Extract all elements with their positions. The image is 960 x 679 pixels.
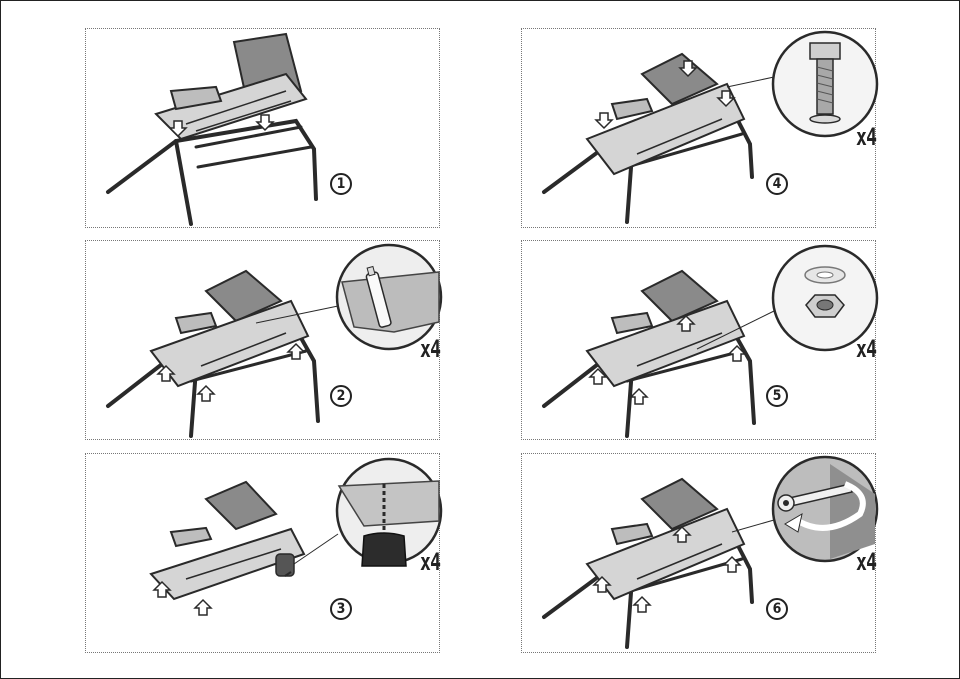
step-panel-5: 5 x4 (521, 240, 879, 440)
step-panel-6: 6 x4 (521, 453, 879, 653)
seat-shell (149, 480, 306, 601)
wrench-icon (777, 483, 853, 512)
step-2-illustration (106, 269, 339, 438)
step-panel-3: 3 x4 (85, 453, 443, 653)
step-1-illustration (106, 32, 318, 226)
arrow-up-icon (156, 342, 306, 402)
quantity-label: x4 (856, 123, 877, 151)
drill-icon (361, 484, 407, 567)
quantity-label: x4 (420, 335, 441, 363)
seat-shell (585, 477, 746, 601)
step-6-illustration (542, 477, 775, 649)
step-number: 6 (766, 598, 788, 620)
step-number: 5 (766, 385, 788, 407)
step-number: 3 (330, 598, 352, 620)
arrow-up-icon (588, 314, 747, 405)
seat-shell (585, 52, 746, 176)
detail-callout-wrench (771, 455, 879, 563)
step-number: 4 (766, 173, 788, 195)
washer-icon (804, 266, 846, 284)
step-3-illustration (149, 480, 339, 616)
nut-icon (805, 294, 845, 318)
detail-callout-nut (771, 244, 879, 352)
washer-icon (809, 114, 841, 124)
arrow-up-icon (152, 580, 213, 616)
seat-shell (149, 269, 310, 388)
detail-callout-plug (335, 243, 443, 351)
arrow-down-icon (594, 60, 736, 130)
quantity-label: x4 (856, 548, 877, 576)
bolt-icon (809, 42, 841, 115)
step-number: 2 (330, 385, 352, 407)
arrow-down-icon (168, 114, 275, 138)
chair-frame (106, 118, 318, 226)
step-5-illustration (542, 269, 775, 438)
step-panel-4: 4 x4 (521, 28, 879, 228)
step-number: 1 (330, 173, 352, 195)
step-panel-2: 2 x4 (85, 240, 443, 440)
arrow-up-icon (592, 525, 742, 613)
plug-icon (365, 265, 392, 328)
step-panel-1: 1 (85, 28, 440, 228)
step-4-illustration (542, 52, 775, 224)
detail-callout-drill (335, 457, 443, 567)
rotate-arrow-icon (793, 481, 866, 531)
quantity-label: x4 (420, 548, 441, 576)
quantity-label: x4 (856, 335, 877, 363)
detail-callout-bolt (771, 30, 879, 138)
drill-icon (275, 553, 295, 577)
seat-shell (585, 269, 746, 388)
